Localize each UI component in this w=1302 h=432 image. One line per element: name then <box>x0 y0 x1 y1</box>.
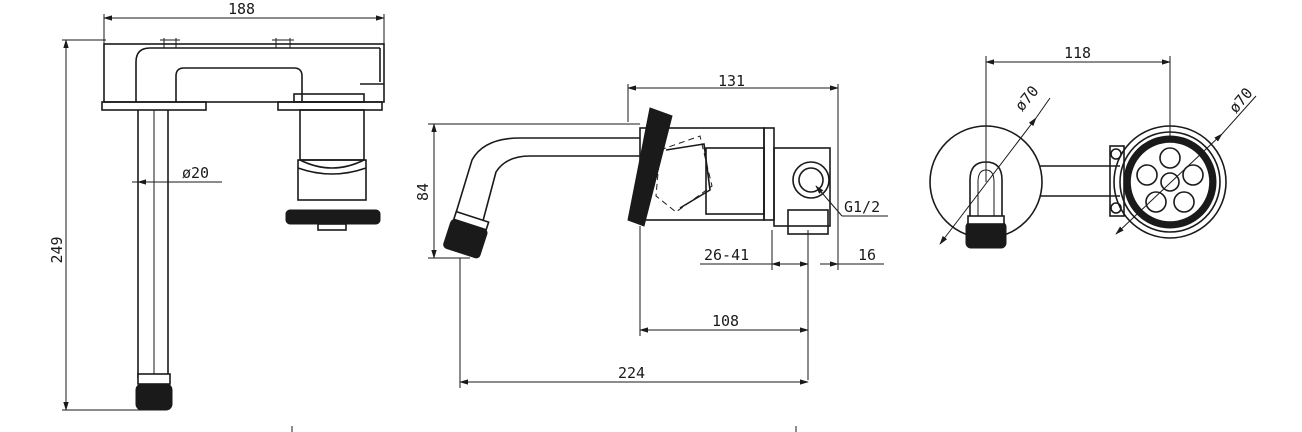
dimension-224: 224 <box>618 364 645 382</box>
inlet-thread <box>798 167 824 193</box>
side-view: 131 84 G1/2 26 <box>414 72 888 388</box>
aerator-rear <box>965 221 1007 249</box>
dimension-g12: G1/2 <box>844 198 880 216</box>
front-view: 188 249 ø20 <box>48 0 385 411</box>
dimension-249: 249 <box>48 236 66 263</box>
dimension-84: 84 <box>414 183 432 201</box>
dimension-26-41: 26-41 <box>704 246 749 264</box>
handle-front <box>285 209 381 225</box>
dimension-o70-right: ø70 <box>1225 84 1256 116</box>
dimension-108: 108 <box>712 312 739 330</box>
dimension-118: 118 <box>1064 44 1091 62</box>
dimension-o70-left: ø70 <box>1011 82 1042 114</box>
valve-body-front <box>299 109 365 161</box>
dimension-188: 188 <box>228 0 255 18</box>
dimension-131: 131 <box>718 72 745 90</box>
dimension-o20: ø20 <box>182 164 209 182</box>
spout-side <box>451 137 640 227</box>
aerator-front <box>135 383 173 411</box>
rosette-right <box>1113 125 1227 239</box>
wall-plate-outline <box>103 43 385 103</box>
dimension-16: 16 <box>858 246 876 264</box>
handle-side <box>627 107 673 227</box>
rear-view: 118 ø70 ø70 <box>929 44 1256 249</box>
